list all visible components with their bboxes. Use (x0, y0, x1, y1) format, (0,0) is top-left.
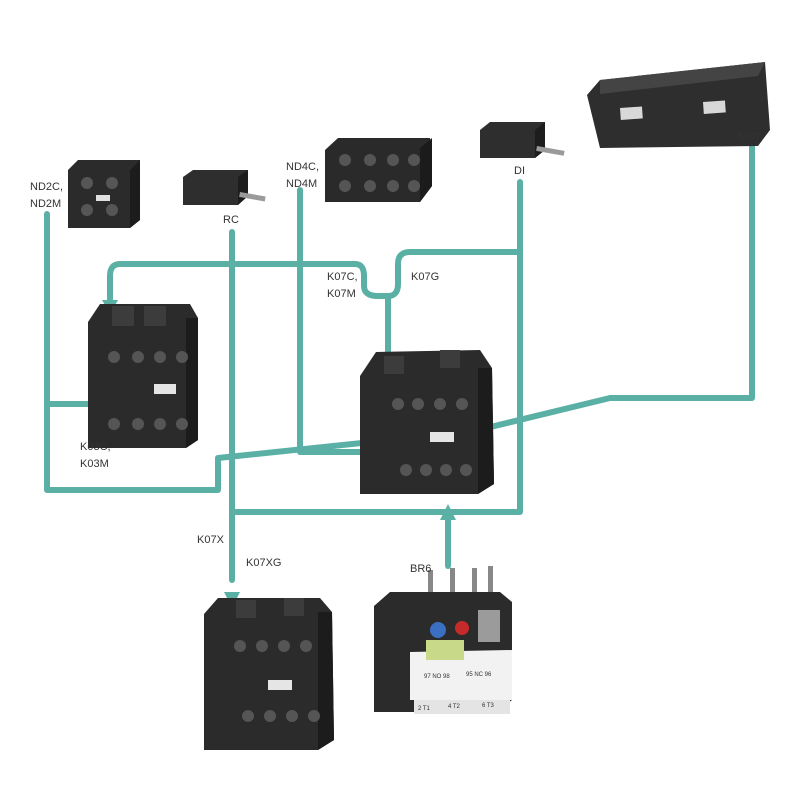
label-rc: RC (223, 214, 239, 226)
label-k07g: K07G (411, 271, 439, 283)
k07c-contactor-icon (360, 350, 494, 494)
label-nd2c: ND2C, (30, 181, 63, 193)
connector-rc-k03c (107, 261, 235, 305)
connector-nd2c-k07 (44, 401, 221, 493)
br6-thermal-overload-relay-icon: 97 NO 98 95 NC 96 2 T1 4 T2 6 T3 (374, 566, 512, 714)
connector-nd2c-k07-b (215, 437, 393, 471)
label-nd4m: ND4M (286, 178, 317, 190)
label-k03c: K03C, (80, 441, 111, 453)
label-nd2m: ND2M (30, 198, 61, 210)
mb7-interlock-bar-icon (587, 62, 770, 148)
relay-marking-t1: 2 T1 (418, 706, 431, 712)
connector-di-down (445, 249, 523, 515)
connector-rc-k07 (229, 261, 389, 299)
connector-di-k07 (385, 179, 523, 299)
label-k07m: K07M (327, 288, 356, 300)
arrow-icon (440, 504, 456, 520)
label-nd4c: ND4C, (286, 161, 319, 173)
connector-lines (44, 143, 755, 583)
label-di: DI (514, 165, 525, 177)
label-br6: BR6 (410, 563, 431, 575)
di-suppressor-module-icon (480, 122, 565, 158)
connector-mb7-k07 (475, 143, 755, 433)
relay-marking-no: 97 NO 98 (424, 674, 450, 680)
k07x-contactor-icon (204, 598, 334, 750)
label-k07c: K07C, (327, 271, 358, 283)
label-k07x: K07X (197, 534, 225, 546)
k03c-contactor-icon (88, 304, 198, 448)
label-k07xg: K07XG (246, 557, 281, 569)
label-k03m: K03M (80, 458, 109, 470)
relay-marking-t2: 4 T2 (448, 704, 461, 710)
relay-marking-t3: 6 T3 (482, 703, 495, 709)
labels: ND2C, ND2M RC ND4C, ND4M DI MB7 K07C, K0… (30, 131, 761, 575)
nd2c-auxiliary-contact-block-icon (68, 160, 140, 228)
rc-suppressor-module-icon (183, 170, 266, 205)
label-mb7: MB7 (738, 131, 761, 143)
relay-marking-nc: 95 NC 96 (466, 672, 492, 678)
nd4c-auxiliary-contact-block-icon (325, 138, 432, 202)
